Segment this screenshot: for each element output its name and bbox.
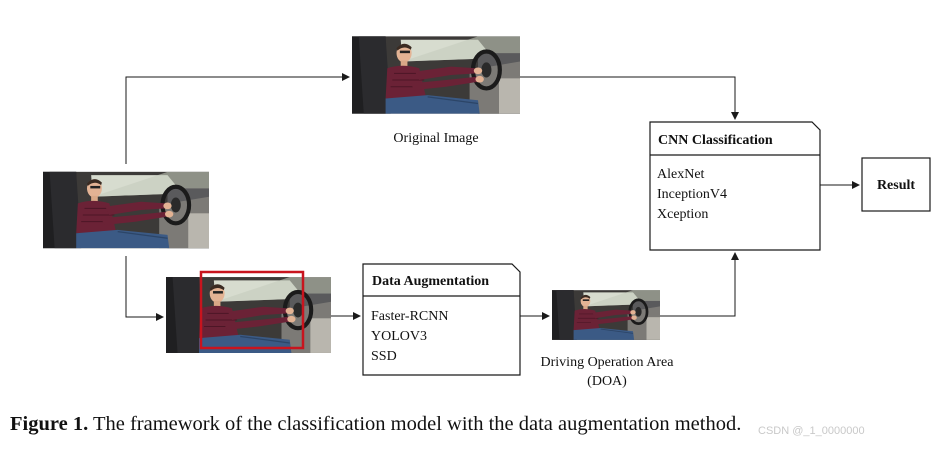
original-image xyxy=(352,36,520,113)
arrow-original-to-cnn xyxy=(520,76,739,120)
arrow-doa-to-cnn xyxy=(660,252,739,317)
doa-image xyxy=(552,288,660,342)
connectors xyxy=(125,73,860,321)
result-label: Result xyxy=(877,178,915,193)
detection-bounding-box xyxy=(199,270,305,350)
data-augmentation-item-2: YOLOV3 xyxy=(371,329,427,344)
figure-caption-text: The framework of the classification mode… xyxy=(88,413,742,435)
detection-image xyxy=(166,270,331,353)
cnn-classification-item-1: AlexNet xyxy=(657,167,705,182)
data-augmentation-title: Data Augmentation xyxy=(372,274,489,289)
cnn-classification-item-2: InceptionV4 xyxy=(657,187,727,202)
cnn-classification-title: CNN Classification xyxy=(658,133,773,148)
doa-label-line1: Driving Operation Area xyxy=(541,355,675,370)
data-augmentation-item-1: Faster-RCNN xyxy=(371,309,449,324)
cnn-classification-item-3: Xception xyxy=(657,207,708,222)
doa-label-line2: (DOA) xyxy=(587,374,627,389)
result-box: Result xyxy=(861,157,931,212)
cnn-classification-box: CNN Classification AlexNet InceptionV4 X… xyxy=(649,121,821,251)
arrow-input-to-original xyxy=(125,73,350,164)
arrow-input-to-detection xyxy=(125,256,164,321)
input-image xyxy=(43,172,209,248)
figure-caption: Figure 1. The framework of the classific… xyxy=(10,413,935,436)
data-augmentation-box: Data Augmentation Faster-RCNN YOLOV3 SSD xyxy=(362,263,521,376)
watermark: CSDN @_1_0000000 xyxy=(758,425,865,437)
data-augmentation-item-3: SSD xyxy=(371,349,397,364)
figure-caption-label: Figure 1. xyxy=(10,413,89,435)
original-image-label: Original Image xyxy=(393,131,478,146)
